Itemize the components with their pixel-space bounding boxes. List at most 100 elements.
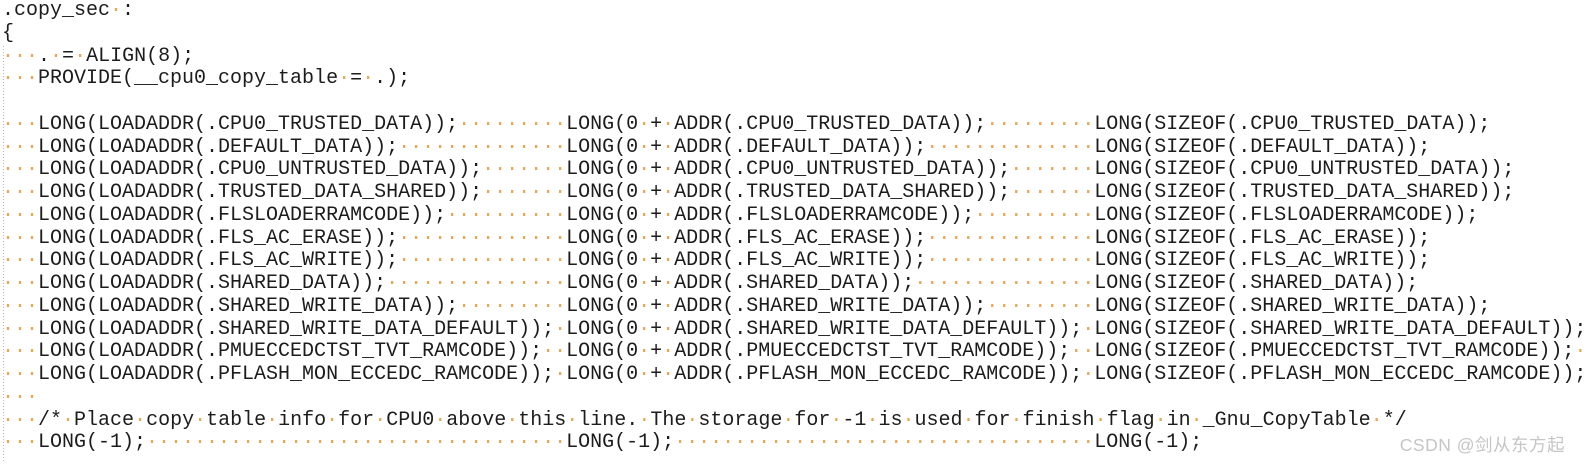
- whitespace-dots: ·: [1094, 408, 1107, 432]
- whitespace-dots: ·: [662, 340, 675, 364]
- whitespace-dots: ·: [1082, 363, 1095, 386]
- code-text: +: [650, 317, 663, 341]
- code-text: LONG(0: [566, 226, 639, 250]
- code-text: copy: [146, 408, 195, 432]
- whitespace-dots: ·······: [482, 158, 567, 182]
- whitespace-dots: ···: [2, 181, 39, 204]
- whitespace-dots: ···: [2, 226, 39, 250]
- code-text: ALIGN(8);: [86, 44, 195, 68]
- code-text: ADDR(.SHARED_DATA));: [674, 272, 915, 295]
- code-text: LONG(0: [566, 112, 639, 136]
- code-line: ···LONG(-1);····························…: [2, 431, 1586, 455]
- code-text: LONG(0: [566, 249, 639, 273]
- code-text: LONG(0: [566, 272, 639, 295]
- whitespace-dots: ·········: [458, 112, 567, 136]
- code-text: LONG(0: [566, 135, 639, 159]
- code-text: LONG(LOADADDR(.TRUSTED_DATA_SHARED));: [38, 181, 483, 204]
- code-text: LONG(SIZEOF(.FLS_AC_ERASE));: [1094, 226, 1431, 250]
- whitespace-dots: ·: [638, 249, 651, 273]
- whitespace-dots: ·: [1154, 408, 1167, 432]
- whitespace-dots: ·: [866, 408, 879, 432]
- code-text: info: [278, 408, 327, 432]
- whitespace-dots: ·: [1010, 408, 1023, 432]
- code-text: _Gnu_CopyTable: [1202, 408, 1371, 432]
- code-text: LONG(-1);: [1094, 431, 1203, 455]
- whitespace-dots: ·: [662, 158, 675, 182]
- whitespace-dots: ···: [2, 363, 39, 386]
- whitespace-dots: ···············: [386, 272, 567, 295]
- code-line: ···LONG(LOADADDR(.TRUSTED_DATA_SHARED));…: [2, 181, 1586, 205]
- code-text: LONG(LOADADDR(.CPU0_UNTRUSTED_DATA));: [38, 158, 483, 182]
- whitespace-dots: ·: [662, 135, 675, 159]
- code-line: ···: [2, 386, 1586, 410]
- code-text: ADDR(.PFLASH_MON_ECCEDC_RAMCODE));: [674, 363, 1083, 386]
- code-text: LONG(LOADADDR(.DEFAULT_DATA));: [38, 135, 399, 159]
- whitespace-dots: ···: [2, 431, 39, 455]
- whitespace-dots: ·········: [986, 112, 1095, 136]
- whitespace-dots: ··············: [926, 249, 1095, 273]
- whitespace-dots: ·: [362, 67, 375, 91]
- code-text: is: [878, 408, 903, 432]
- whitespace-dots: ·: [638, 226, 651, 250]
- code-line: ···PROVIDE(__cpu0_copy_table·=·.);: [2, 67, 1586, 91]
- whitespace-dots: ·: [662, 317, 675, 341]
- whitespace-dots: ·: [662, 363, 675, 386]
- whitespace-dots: ·: [638, 135, 651, 159]
- code-text: ADDR(.CPU0_UNTRUSTED_DATA));: [674, 158, 1011, 182]
- whitespace-dots: ·: [638, 112, 651, 136]
- code-line: ···.·=·ALIGN(8);: [2, 44, 1586, 69]
- code-text: LONG(0: [566, 317, 639, 341]
- whitespace-dots: ·: [638, 408, 651, 432]
- code-text: this: [518, 408, 567, 432]
- whitespace-dots: ·: [638, 158, 651, 182]
- whitespace-dots: ·: [110, 0, 123, 22]
- code-text: flag: [1106, 408, 1155, 432]
- code-text: LONG(LOADADDR(.SHARED_DATA));: [38, 272, 387, 295]
- whitespace-dots: ·: [638, 340, 651, 364]
- code-text: LONG(0: [566, 363, 639, 386]
- code-text: PROVIDE(__cpu0_copy_table: [38, 67, 339, 91]
- code-text: +: [650, 203, 663, 227]
- code-line: ···LONG(LOADADDR(.PFLASH_MON_ECCEDC_RAMC…: [2, 363, 1586, 387]
- code-line: ···LONG(LOADADDR(.SHARED_WRITE_DATA));··…: [2, 294, 1586, 319]
- code-text: LONG(0: [566, 203, 639, 227]
- whitespace-dots: ·········: [458, 294, 567, 318]
- whitespace-dots: ·: [662, 249, 675, 273]
- code-text: +: [650, 249, 663, 273]
- code-text: used: [914, 408, 963, 432]
- code-line: {: [2, 22, 1586, 46]
- code-line: ···LONG(LOADADDR(.CPU0_UNTRUSTED_DATA));…: [2, 158, 1586, 182]
- code-text: LONG(-1);: [566, 431, 675, 455]
- code-text: ADDR(.FLS_AC_ERASE));: [674, 226, 927, 250]
- code-line: ···LONG(LOADADDR(.DEFAULT_DATA));·······…: [2, 135, 1586, 160]
- code-text: for: [338, 408, 375, 432]
- code-text: LONG(SIZEOF(.SHARED_WRITE_DATA));: [1094, 294, 1491, 318]
- whitespace-dots: ·········: [986, 294, 1095, 318]
- code-text: LONG(SIZEOF(.TRUSTED_DATA_SHARED));: [1094, 181, 1515, 204]
- whitespace-dots: ·: [50, 44, 63, 68]
- whitespace-dots: ···: [2, 408, 39, 432]
- code-text: ADDR(.FLSLOADERRAMCODE));: [674, 203, 975, 227]
- whitespace-dots: ·: [638, 181, 651, 204]
- code-text: LONG(LOADADDR(.FLSLOADERRAMCODE));: [38, 203, 447, 227]
- code-line: ···LONG(LOADADDR(.SHARED_WRITE_DATA_DEFA…: [2, 317, 1586, 342]
- code-text: LONG(0: [566, 340, 639, 364]
- whitespace-dots: ···: [2, 135, 39, 159]
- code-text: LONG(SIZEOF(.PFLASH_MON_ECCEDC_RAMCODE))…: [1094, 363, 1586, 386]
- whitespace-dots: ··············: [398, 135, 567, 159]
- code-text: .);: [374, 67, 411, 91]
- whitespace-dots: ···: [2, 294, 39, 318]
- whitespace-dots: ·: [554, 363, 567, 386]
- whitespace-dots: ···: [2, 158, 39, 182]
- code-text: Place: [74, 408, 135, 432]
- indent-guide-line: [3, 46, 4, 462]
- code-text: :: [122, 0, 135, 22]
- code-text: ADDR(.CPU0_TRUSTED_DATA));: [674, 112, 987, 136]
- code-editor[interactable]: .copy_sec·:{···.·=·ALIGN(8);···PROVIDE(_…: [2, 0, 1586, 455]
- whitespace-dots: ·: [662, 181, 675, 204]
- code-text: LONG(SIZEOF(.CPU0_TRUSTED_DATA));: [1094, 112, 1491, 136]
- code-text: LONG(SIZEOF(.SHARED_DATA));: [1094, 272, 1419, 295]
- code-text: +: [650, 135, 663, 159]
- whitespace-dots: ···································: [146, 431, 567, 455]
- code-text: =: [62, 44, 75, 68]
